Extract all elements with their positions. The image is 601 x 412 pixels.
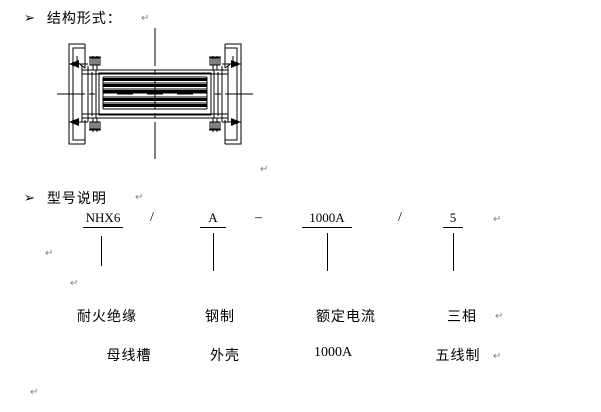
model-code-separator: /: [398, 210, 402, 225]
bullet-arrow-icon: ➢: [23, 10, 36, 26]
model-code-segment: A: [200, 210, 226, 228]
heading-structure-label: 结构形式：: [46, 11, 122, 27]
label-row-lower: 母线槽 外壳 1000A 五线制: [0, 345, 601, 369]
upper-bolt-assembly-right: [209, 56, 221, 70]
model-code-row: NHX6 / A – 1000A / 5: [0, 210, 601, 232]
leader-line: [101, 236, 102, 266]
lower-bolt-assembly-right: [209, 118, 221, 132]
lower-right-arrow-marker: [222, 118, 241, 126]
label-row-upper: 耐火绝缘 钢制 额定电流 三相: [0, 306, 601, 330]
channel-flange-connectors: [76, 56, 234, 69]
component-label: 母线槽: [106, 348, 152, 364]
heading-model: ➢ 型号说明: [24, 188, 107, 208]
return-mark-row-1: ↵: [495, 311, 504, 322]
busbar-stack: [102, 76, 208, 110]
leader-line: [453, 233, 454, 271]
component-label: 钢制: [205, 309, 235, 325]
component-label: 五线制: [435, 348, 481, 364]
busway-cross-section-drawing: [55, 26, 255, 161]
component-label: 1000A: [313, 345, 353, 360]
model-code-separator: –: [255, 210, 262, 225]
return-mark-heading-2: ↵: [135, 192, 144, 203]
lower-left-arrow-marker: [69, 118, 88, 126]
return-mark-left-1: ↵: [45, 248, 54, 259]
upper-bolt-assembly-left: [89, 56, 101, 70]
return-mark-left-2: ↵: [70, 278, 79, 289]
left-c-channel-hanger: [68, 43, 97, 145]
bullet-arrow-icon-2: ➢: [23, 190, 36, 206]
heading-model-label: 型号说明: [46, 191, 107, 207]
component-label: 耐火绝缘: [77, 309, 137, 325]
component-label: 三相: [447, 309, 477, 325]
leader-line: [327, 233, 328, 271]
model-code-segment: 1000A: [302, 210, 352, 228]
return-mark-after-drawing: ↵: [260, 164, 269, 175]
component-label: 额定电流: [316, 309, 376, 325]
model-code-segment: 5: [443, 210, 463, 228]
enclosure-shell: [82, 69, 228, 119]
return-mark-row-2: ↵: [493, 351, 502, 362]
heading-structure: ➢ 结构形式：: [24, 8, 122, 28]
leader-line: [213, 233, 214, 271]
model-code-segment: NHX6: [83, 210, 123, 228]
model-code-separator: /: [150, 210, 154, 225]
return-mark-bottom: ↵: [30, 387, 39, 398]
return-mark-code-row: ↵: [493, 214, 502, 225]
lower-bolt-assembly-left: [89, 118, 101, 132]
return-mark-heading-1: ↵: [141, 13, 150, 24]
component-label: 外壳: [210, 348, 240, 364]
